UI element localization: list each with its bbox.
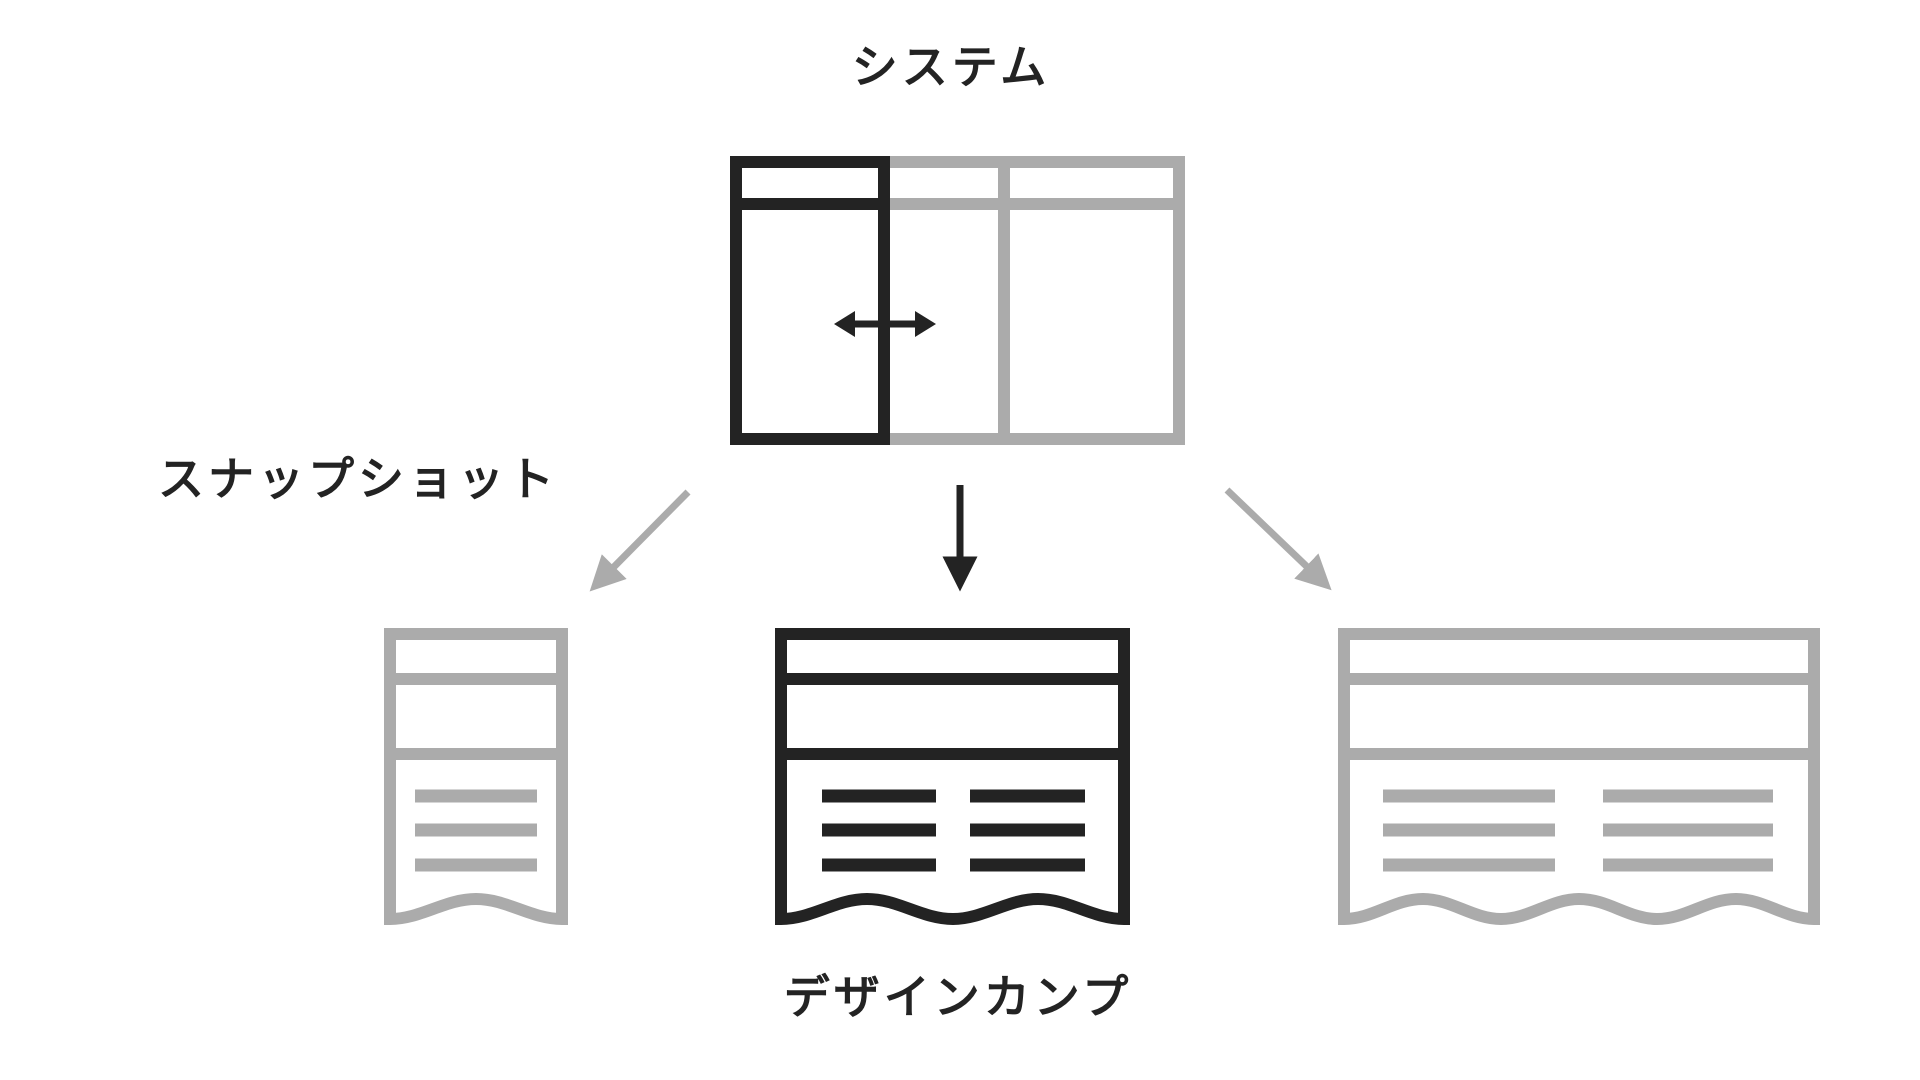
system-window-icon	[730, 156, 1185, 445]
design-comp-label: デザインカンプ	[783, 971, 1133, 1023]
text-lines	[415, 789, 537, 872]
text-lines	[1383, 789, 1773, 872]
arrow-down-right-icon	[1224, 487, 1332, 591]
wavy-page-outline	[775, 628, 1130, 926]
comp-page-wide-icon	[1338, 628, 1820, 926]
system-label: システム	[851, 41, 1051, 93]
comp-page-medium-icon	[775, 628, 1130, 926]
snapshot-label: スナップショット	[158, 453, 558, 505]
resize-arrow-head-right	[915, 311, 936, 337]
wavy-page-outline	[1338, 628, 1820, 926]
wavy-page-outline	[384, 628, 568, 926]
resize-arrow-head-left	[834, 311, 855, 337]
resize-horizontal-arrow-icon	[834, 311, 936, 337]
arrow-down-left-icon	[589, 489, 691, 592]
text-lines	[822, 789, 1085, 872]
comp-page-small-icon	[384, 628, 568, 926]
